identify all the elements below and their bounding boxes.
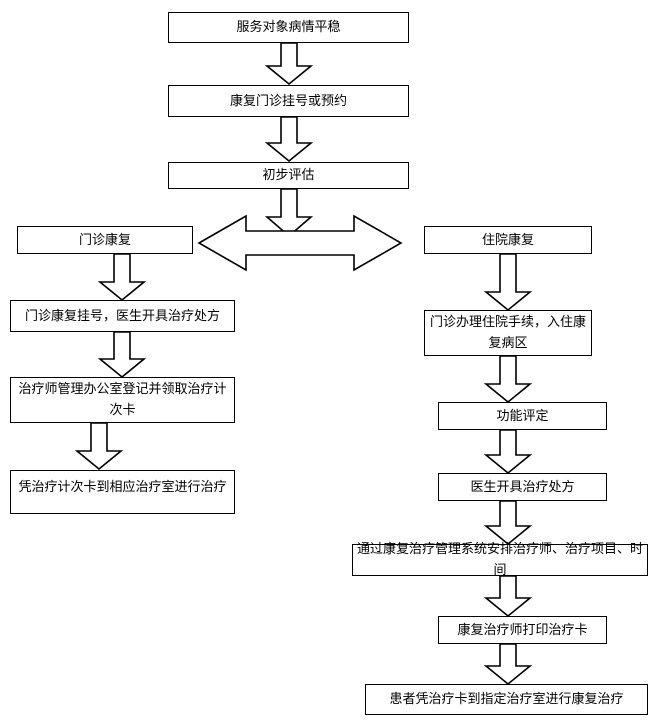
node-outpatient-step2: 治疗师管理办公室登记并领取治疗计次卡 [10, 377, 235, 423]
node-initial-assessment: 初步评估 [168, 162, 409, 189]
arrow-inpatient-step5-to-step6 [483, 643, 533, 686]
node-inpatient-step6: 患者凭治疗卡到指定治疗室进行康复治疗 [365, 684, 648, 715]
arrow-registration-to-assessment [264, 116, 314, 163]
arrow-outpatient-step2-to-step3 [74, 422, 124, 471]
node-branch-inpatient: 住院康复 [424, 226, 592, 254]
node-inpatient-step5: 康复治疗师打印治疗卡 [438, 616, 607, 644]
arrow-assessment-to-split [264, 188, 314, 238]
arrow-inpatient-step4-to-step5 [483, 575, 533, 618]
node-registration: 康复门诊挂号或预约 [168, 85, 409, 117]
node-inpatient-step1: 门诊办理住院手续，入住康复病区 [424, 310, 592, 356]
arrow-inpatient-to-step1 [483, 253, 533, 312]
arrow-inpatient-step2-to-step3 [483, 429, 533, 475]
arrow-inpatient-step1-to-step2 [483, 355, 533, 404]
node-inpatient-step4: 通过康复治疗管理系统安排治疗师、治疗项目、时间 [352, 542, 648, 578]
arrow-outpatient-step1-to-step2 [97, 331, 147, 379]
node-inpatient-step2: 功能评定 [438, 402, 607, 430]
node-outpatient-step1: 门诊康复挂号，医生开具治疗处方 [10, 300, 235, 332]
arrow-inpatient-step3-to-step4 [483, 500, 533, 546]
arrow-bidirectional-split [197, 213, 403, 273]
arrow-start-to-registration [264, 42, 314, 86]
arrow-outpatient-to-step1 [97, 253, 147, 302]
node-outpatient-step3: 凭治疗计次卡到相应治疗室进行治疗 [10, 470, 235, 514]
node-start: 服务对象病情平稳 [168, 12, 409, 43]
node-inpatient-step3: 医生开具治疗处方 [438, 473, 607, 501]
node-branch-outpatient: 门诊康复 [17, 226, 193, 254]
